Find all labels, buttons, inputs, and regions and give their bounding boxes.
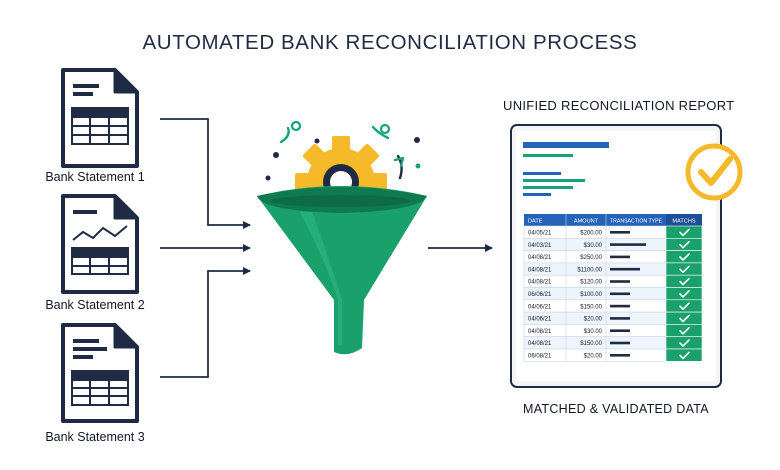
funnel-icon xyxy=(257,186,427,355)
row-amount: $250.00 xyxy=(580,255,602,261)
report-table: DATE AMOUNT TRANSACTION TYPE MATCHS 04/05/21… xyxy=(523,214,703,362)
row-date: 04/08/21 xyxy=(528,329,552,335)
statement-label-3: Bank Statement 3 xyxy=(45,430,145,444)
transaction-bar xyxy=(610,341,630,345)
match-cell xyxy=(665,225,703,239)
row-amount: $150.00 xyxy=(580,341,602,347)
row-date: 04/08/21 xyxy=(528,341,552,347)
check-icon xyxy=(679,314,690,323)
check-icon xyxy=(679,277,690,286)
check-icon xyxy=(679,351,690,360)
check-icon xyxy=(679,290,690,298)
sparkle-decoration xyxy=(265,120,421,198)
match-cell xyxy=(665,262,703,276)
row-amount: $150.00 xyxy=(580,304,602,310)
row-date: 04/08/21 xyxy=(528,267,552,273)
transaction-bar xyxy=(610,354,630,357)
statement-label-2: Bank Statement 2 xyxy=(45,298,145,312)
transaction-bar xyxy=(610,317,630,320)
row-date: 06/06/21 xyxy=(528,292,552,298)
match-cell xyxy=(665,348,703,362)
row-amount: $30.00 xyxy=(584,243,603,249)
row-date: 06/08/21 xyxy=(528,354,552,360)
report-title: UNIFIED RECONCILIATION REPORT xyxy=(503,98,735,113)
transaction-bar xyxy=(610,243,646,246)
checkmark-badge-icon xyxy=(685,143,743,201)
row-amount: $20.00 xyxy=(584,317,603,323)
match-cell xyxy=(665,299,703,313)
transaction-bar xyxy=(610,231,630,234)
row-amount: $100.00 xyxy=(580,292,602,298)
transaction-bar xyxy=(610,292,630,296)
input-connectors xyxy=(160,118,493,378)
document-icon xyxy=(61,323,139,423)
check-icon xyxy=(679,339,690,347)
row-date: 04/06/21 xyxy=(528,317,552,323)
document-icon xyxy=(61,194,139,294)
check-icon xyxy=(679,253,690,261)
table-header-match xyxy=(666,214,702,226)
match-cell xyxy=(665,287,703,301)
match-cell xyxy=(665,324,703,337)
match-cell xyxy=(665,250,703,264)
table-header xyxy=(524,214,702,226)
page-title: AUTOMATED BANK RECONCILIATION PROCESS xyxy=(142,31,638,54)
column-header: MATCHS xyxy=(672,219,695,225)
row-amount: $200.00 xyxy=(580,231,602,237)
check-icon xyxy=(679,265,690,274)
transaction-bar xyxy=(610,255,630,259)
row-amount: $1100.00 xyxy=(577,267,602,273)
row-date: 04/08/21 xyxy=(528,280,552,286)
row-amount: $20.00 xyxy=(584,354,603,360)
match-cell xyxy=(665,336,703,350)
transaction-bar xyxy=(610,329,630,332)
check-icon xyxy=(679,228,690,237)
column-header: TRANSACTION TYPE xyxy=(610,219,663,225)
document-icon xyxy=(61,68,139,168)
report-caption: MATCHED & VALIDATED DATA xyxy=(523,402,709,416)
transaction-bar xyxy=(610,304,630,308)
row-date: 04/08/21 xyxy=(528,255,552,261)
row-date: 04/05/21 xyxy=(528,231,552,237)
match-cell xyxy=(665,238,703,251)
row-amount: $30.00 xyxy=(584,329,603,335)
check-icon xyxy=(679,327,690,335)
match-cell xyxy=(665,274,703,288)
column-header: AMOUNT xyxy=(574,219,599,225)
statement-label-1: Bank Statement 1 xyxy=(45,170,145,184)
row-amount: $120.00 xyxy=(580,280,602,286)
check-icon xyxy=(679,240,690,249)
column-header: DATE xyxy=(528,219,543,225)
row-date: 04/06/21 xyxy=(528,304,552,310)
row-date: 04/03/21 xyxy=(528,243,552,249)
match-cell xyxy=(665,311,703,325)
transaction-bar xyxy=(610,280,630,283)
transaction-bar xyxy=(610,267,640,271)
check-icon xyxy=(679,302,690,310)
